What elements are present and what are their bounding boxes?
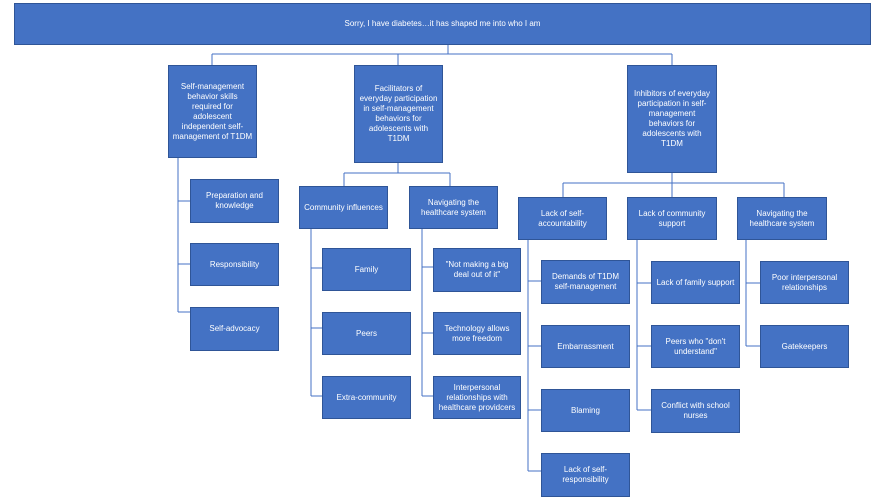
community-support-item-label: Lack of family support (656, 277, 735, 287)
inhibitor-community-box: Lack of community support (627, 197, 717, 240)
community-extra-box: Extra-community (322, 376, 411, 419)
facilitator-community-label: Community influences (304, 202, 383, 212)
category-facilitators-box: Facilitators of everyday participation i… (354, 65, 443, 163)
accountability-item-box: Lack of self-responsibility (541, 453, 630, 497)
facilitator-healthcare-box: Navigating the healthcare system (409, 186, 498, 229)
healthcare-facilitator-item-box: "Not making a big deal out of it" (433, 248, 521, 292)
community-support-item-box: Peers who "don't understand" (651, 325, 740, 368)
community-support-item-box: Conflict with school nurses (651, 389, 740, 433)
accountability-item-box: Embarrassment (541, 325, 630, 368)
skill-responsibility-box: Responsibility (190, 243, 279, 286)
accountability-item-box: Blaming (541, 389, 630, 432)
healthcare-facilitator-item-label: Interpersonal relationships with healthc… (438, 382, 516, 412)
healthcare-inhibitor-item-label: Gatekeepers (781, 341, 828, 351)
accountability-item-label: Embarrassment (557, 341, 614, 351)
skill-self-advocacy-box: Self-advocacy (190, 307, 279, 351)
facilitator-healthcare-label: Navigating the healthcare system (421, 197, 486, 217)
category-skills-label: Self-management behavior skills required… (172, 81, 253, 141)
healthcare-inhibitor-item-box: Poor interpersonal relationships (760, 261, 849, 304)
inhibitor-healthcare-label: Navigating the healthcare system (749, 208, 815, 228)
skill-label: Preparation and knowledge (206, 191, 263, 210)
community-item-label: Extra-community (336, 392, 397, 402)
inhibitor-accountability-label: Lack of self-accountability (538, 208, 587, 228)
skill-preparation-box: Preparation and knowledge (190, 179, 279, 223)
category-inhibitors-box: Inhibitors of everyday participation in … (627, 65, 717, 173)
skill-label: Self-advocacy (209, 324, 260, 333)
healthcare-facilitator-item-label: Technology allows more freedom (444, 323, 510, 343)
category-skills-box: Self-management behavior skills required… (168, 65, 257, 158)
facilitator-community-box: Community influences (299, 186, 388, 229)
healthcare-facilitator-item-label: "Not making a big deal out of it" (445, 260, 509, 279)
healthcare-facilitator-item-box: Technology allows more freedom (433, 312, 521, 355)
healthcare-facilitator-item-box: Interpersonal relationships with healthc… (433, 376, 521, 419)
category-facilitators-label: Facilitators of everyday participation i… (359, 84, 438, 143)
inhibitor-accountability-box: Lack of self-accountability (518, 197, 607, 240)
healthcare-inhibitor-item-label: Poor interpersonal relationships (771, 272, 838, 292)
skill-label: Responsibility (209, 259, 260, 269)
category-inhibitors-label: Inhibitors of everyday participation in … (633, 89, 711, 148)
accountability-item-label: Blaming (571, 405, 600, 415)
community-support-item-label: Conflict with school nurses (661, 401, 730, 420)
community-support-item-box: Lack of family support (651, 261, 740, 304)
root-title-box: Sorry, I have diabetes…it has shaped me … (14, 3, 871, 45)
community-peers-box: Peers (322, 312, 411, 355)
community-item-label: Peers (356, 328, 377, 338)
community-family-box: Family (322, 248, 411, 291)
accountability-item-label: Demands of T1DM self-management (552, 272, 619, 291)
healthcare-inhibitor-item-box: Gatekeepers (760, 325, 849, 368)
inhibitor-community-label: Lack of community support (638, 208, 706, 228)
accountability-item-box: Demands of T1DM self-management (541, 260, 630, 304)
community-support-item-label: Peers who "don't understand" (665, 336, 726, 356)
inhibitor-healthcare-box: Navigating the healthcare system (737, 197, 827, 240)
accountability-item-label: Lack of self-responsibility (562, 465, 609, 484)
root-title: Sorry, I have diabetes…it has shaped me … (344, 19, 541, 28)
community-item-label: Family (354, 264, 379, 274)
